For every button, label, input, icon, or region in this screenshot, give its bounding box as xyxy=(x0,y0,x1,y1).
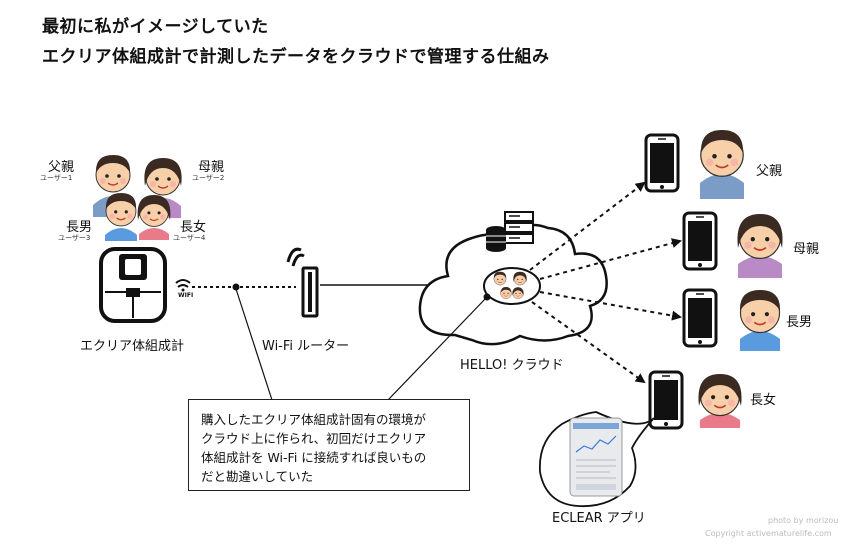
phone-father-label: 父親 xyxy=(756,164,783,179)
credit-copyright: Copyright activematurelife.com xyxy=(705,529,832,538)
phone-mother-avatar xyxy=(737,214,783,278)
scale-label: エクリア体組成計 xyxy=(80,339,185,354)
title-line-1: 最初に私がイメージしていた xyxy=(42,17,269,37)
son-avatar xyxy=(105,193,137,241)
app-screenshot xyxy=(569,417,623,497)
son-user-label: ユーザー3 xyxy=(58,234,91,242)
son-phone-icon xyxy=(682,288,718,348)
server-icon xyxy=(504,211,534,244)
note-line-2: クラウド上に作られ、初回だけエクリア xyxy=(201,431,427,446)
wifi-badge: WIFI xyxy=(178,292,194,299)
note-line-3: 体組成計を Wi-Fi に接続すれば良いもの xyxy=(201,450,427,465)
title-line-2: エクリア体組成計で計測したデータをクラウドで管理する仕組み xyxy=(42,47,550,67)
router-icon xyxy=(286,247,319,318)
phone-father-avatar xyxy=(699,130,745,199)
daughter-user-label: ユーザー4 xyxy=(173,234,206,242)
son-label: 長男 xyxy=(66,220,93,235)
note-line-4: だと勘違いしていた xyxy=(201,469,314,484)
note-line-1: 購入したエクリア体組成計固有の環境が xyxy=(201,412,427,427)
phone-daughter-label: 長女 xyxy=(750,393,777,408)
app-label: ECLEAR アプリ xyxy=(552,511,646,526)
daughter-phone-icon xyxy=(648,370,684,430)
wifi-small-icon xyxy=(175,279,191,292)
phone-son-label: 長男 xyxy=(786,315,813,330)
note-box: 購入したエクリア体組成計固有の環境が クラウド上に作られ、初回だけエクリア 体組… xyxy=(188,399,470,491)
mother-user-label: ユーザー2 xyxy=(192,174,225,182)
phone-daughter-avatar xyxy=(698,374,742,428)
arrow-to-daughter-phone xyxy=(531,301,646,384)
cloud-label: HELLO! クラウド xyxy=(460,358,564,373)
phone-mother-label: 母親 xyxy=(793,242,820,257)
father-user-label: ユーザー1 xyxy=(40,174,73,182)
father-phone-icon xyxy=(644,133,680,193)
credit-photo: photo by morizou xyxy=(768,516,839,525)
mother-label: 母親 xyxy=(198,160,225,175)
mother-phone-icon xyxy=(682,211,718,271)
cloud-family-icon xyxy=(483,267,541,305)
database-icon xyxy=(486,226,506,252)
callout-line-left xyxy=(235,288,273,401)
daughter-avatar xyxy=(137,195,171,240)
scale-icon xyxy=(99,247,167,323)
callout-line-right xyxy=(387,296,488,401)
daughter-label: 長女 xyxy=(180,220,207,235)
father-label: 父親 xyxy=(48,160,75,175)
router-label: Wi-Fi ルーター xyxy=(262,339,350,354)
phone-son-avatar xyxy=(739,290,781,351)
arrow-to-mother-phone xyxy=(539,238,682,280)
